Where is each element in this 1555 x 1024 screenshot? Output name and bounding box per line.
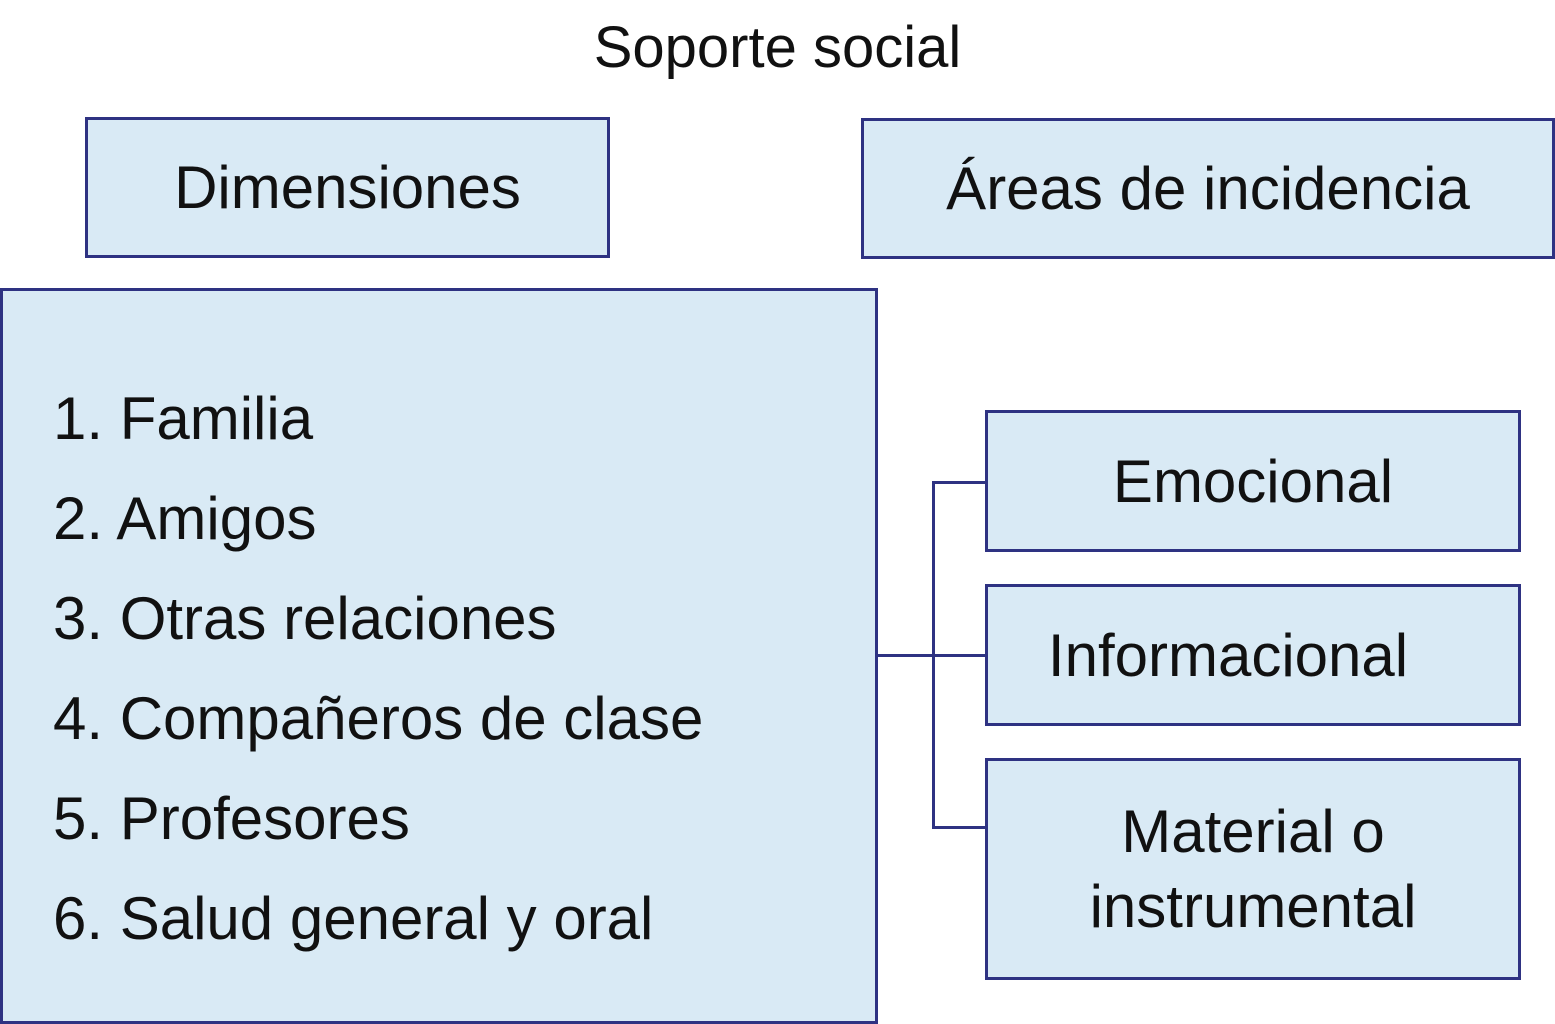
dimension-item: 6. Salud general y oral xyxy=(53,885,654,952)
dimension-item: 4. Compañeros de clase xyxy=(53,685,704,752)
connector-vertical xyxy=(932,481,935,829)
area-label: Emocional xyxy=(1112,447,1394,515)
dimensions-list-box: 1. Familia 2. Amigos 3. Otras relaciones… xyxy=(0,288,878,1024)
dimension-item: 1. Familia xyxy=(53,385,314,452)
dimensions-list: 1. Familia 2. Amigos 3. Otras relaciones… xyxy=(53,369,703,969)
dimension-item: 3. Otras relaciones xyxy=(53,585,557,652)
areas-header-label: Áreas de incidencia xyxy=(946,155,1470,222)
connector-material xyxy=(932,826,986,829)
area-material: Material o instrumental xyxy=(985,758,1521,980)
area-label: Informacional xyxy=(1047,621,1409,689)
dimension-item: 5. Profesores xyxy=(53,785,410,852)
area-emocional: Emocional xyxy=(985,410,1521,552)
area-label: Material o instrumental xyxy=(1089,798,1417,940)
area-informacional: Informacional xyxy=(985,584,1521,726)
areas-header: Áreas de incidencia xyxy=(861,118,1555,259)
dimensions-header: Dimensiones xyxy=(85,117,610,258)
dimension-item: 2. Amigos xyxy=(53,485,317,552)
diagram-title: Soporte social xyxy=(593,15,962,80)
connector-main xyxy=(876,654,986,657)
dimensions-header-label: Dimensiones xyxy=(174,154,521,221)
connector-emocional xyxy=(932,481,986,484)
